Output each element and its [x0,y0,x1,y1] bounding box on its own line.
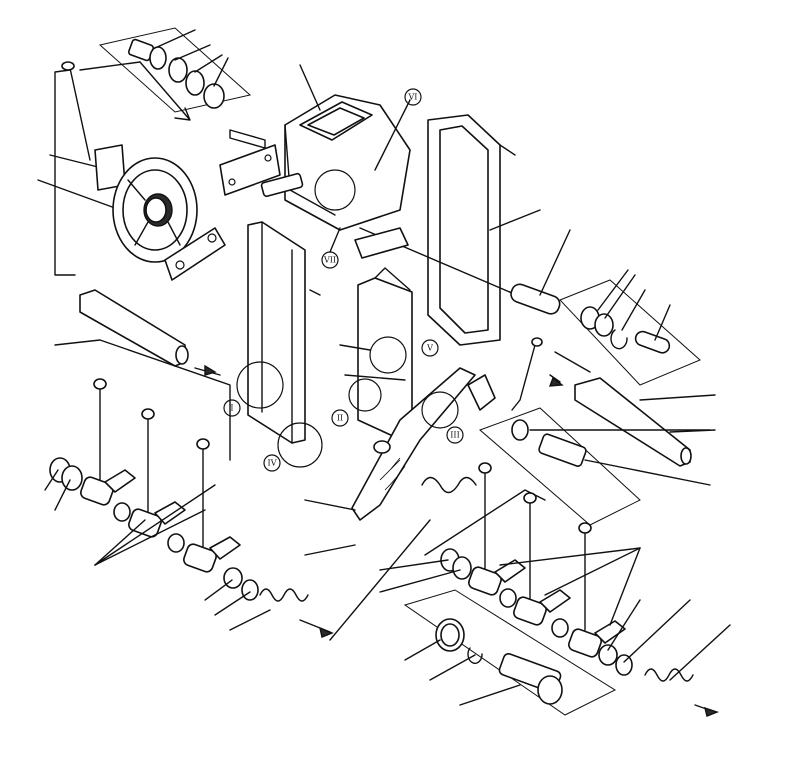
detail-circle-iii [421,391,459,429]
callout-iv-label: IV [268,459,277,468]
group-frame [479,407,641,526]
left-plate-group: I IV [223,221,323,472]
lever-group: III [304,337,543,556]
pin [260,172,304,198]
right-shaft [574,377,691,467]
small-plate [354,227,409,259]
right-shaft-group [548,351,716,467]
right-washer-group [559,269,701,386]
bottom-bolt-group [403,589,617,716]
washer [149,46,167,70]
detail-circle-i [236,361,284,409]
mid-bolt-group [479,407,711,526]
detail-circle-vi [314,169,356,211]
left-shaft [79,289,186,367]
lever-body [183,543,217,573]
washer [203,83,225,109]
callout-v-label: V [426,344,433,353]
detail-circle-ii [348,378,382,412]
callout-iii-label: III [450,431,459,440]
callout-v-circle [421,339,439,357]
bolt-head [537,675,563,705]
bolt [538,433,587,467]
callout-i-label: I [230,404,233,413]
handwheel-group [37,61,226,281]
callout-ii-circle [331,409,349,427]
lever-body [568,628,602,658]
sleeve [510,283,561,315]
washer [168,57,188,83]
callout-iii-circle [446,426,464,444]
left-lever-assembly [44,339,431,641]
plate-shaft-group [354,227,571,315]
left-plate [247,221,306,444]
lever-body [513,596,547,626]
left-shaft-group [79,289,221,376]
housing-group: VI VII [219,64,422,269]
callout-vii-label: VII [323,256,336,265]
small-bracket [467,374,496,411]
group-frame [98,27,252,113]
callout-vi-circle [404,88,422,106]
lever-body [468,566,502,596]
callout-vi-label: VI [408,93,418,102]
callout-ii-label: II [337,414,343,423]
washer [185,70,205,96]
detail-circle-iv [277,422,323,468]
top-bolt-group [98,27,252,113]
callout-i-circle [223,399,241,417]
right-lever-assembly [379,462,731,717]
detail-circle-v [369,336,407,374]
group-frame [559,279,701,386]
pin [634,330,671,354]
lever-body [80,476,114,506]
center-plate [357,277,413,438]
tall-frame-group [359,114,541,346]
callout-iv-circle [263,454,281,472]
